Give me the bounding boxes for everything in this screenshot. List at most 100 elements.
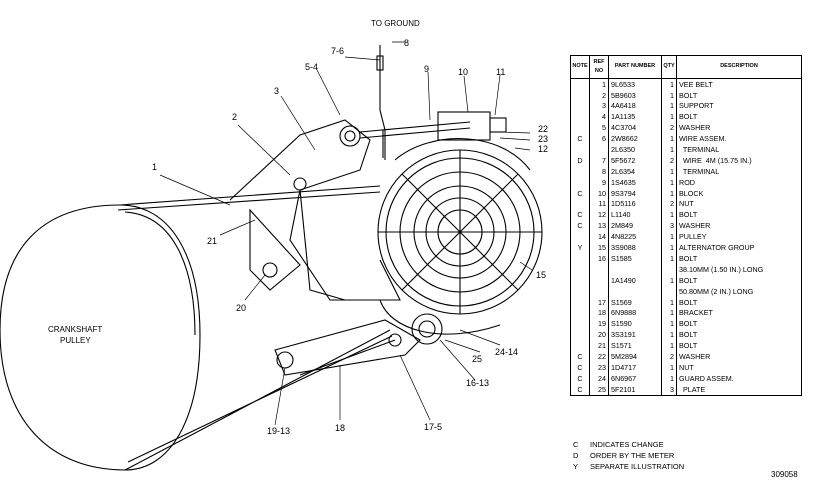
- cell-qty: 1: [661, 166, 677, 178]
- callout-10: 10: [458, 67, 468, 77]
- cell-qty: 1: [661, 296, 677, 308]
- cell-note: C: [570, 373, 590, 384]
- callout-1: 1: [152, 162, 157, 172]
- legend-item: C INDICATES CHANGE: [573, 439, 684, 450]
- cell-note: [570, 78, 590, 90]
- cell-part-number: 2M849: [608, 220, 662, 232]
- cell-ref-no: [589, 275, 609, 286]
- cell-description: PLATE: [676, 383, 802, 396]
- cell-description: BOLT: [676, 209, 802, 221]
- cell-qty: 1: [661, 318, 677, 330]
- cell-qty: 2: [661, 122, 677, 134]
- callout-23: 23: [538, 134, 548, 144]
- callout-12: 12: [538, 144, 548, 154]
- parts-list-table: NOTE REF NO PART NUMBER QTY DESCRIPTION …: [570, 55, 802, 396]
- cell-ref-no: 11: [589, 198, 609, 210]
- cell-ref-no: 19: [589, 318, 609, 330]
- cell-ref-no: 5: [589, 122, 609, 134]
- cell-part-number: L1140: [608, 209, 662, 221]
- adjusting-block: [437, 111, 491, 141]
- cell-qty: 1: [661, 100, 677, 112]
- crankshaft-label-2: PULLEY: [60, 336, 91, 345]
- cell-description: WIRE ASSEM.: [676, 133, 802, 145]
- legend-text: ORDER BY THE METER: [590, 451, 675, 460]
- cell-qty: 3: [661, 220, 677, 232]
- cell-qty: 1: [661, 329, 677, 341]
- cell-qty: 1: [661, 340, 677, 352]
- cell-note: C: [570, 133, 590, 145]
- cell-qty: 2: [661, 351, 677, 363]
- cell-note: C: [570, 351, 590, 363]
- cell-qty: 1: [661, 111, 677, 123]
- cell-note: [570, 275, 590, 286]
- cell-part-number: [608, 285, 662, 297]
- cell-description: BRACKET: [676, 307, 802, 319]
- cell-ref-no: 14: [589, 231, 609, 243]
- callout-3: 3: [274, 86, 279, 96]
- cell-part-number: 5F2101: [608, 383, 662, 396]
- callout-20: 20: [236, 303, 246, 313]
- cell-ref-no: 3: [589, 100, 609, 112]
- cell-part-number: 5B9603: [608, 89, 662, 101]
- cell-note: [570, 264, 590, 276]
- legend-code: D: [573, 451, 579, 460]
- cell-qty: 1: [661, 307, 677, 319]
- support-bracket: [229, 119, 401, 301]
- cell-description: TERMINAL: [676, 166, 802, 178]
- figure-number: 309058: [771, 470, 798, 479]
- callout-7-6: 7-6: [331, 46, 344, 56]
- cell-description: ALTERNATOR GROUP: [676, 242, 802, 254]
- cell-description: WASHER: [676, 220, 802, 232]
- cell-part-number: 3S9088: [608, 242, 662, 254]
- lower-bracket: [274, 319, 421, 376]
- cell-description: PULLEY: [676, 231, 802, 243]
- cell-description: BOLT: [676, 111, 802, 123]
- cell-part-number: 2W8662: [608, 133, 662, 145]
- cell-description: NUT: [676, 362, 802, 374]
- cell-qty: 1: [661, 231, 677, 243]
- cell-note: [570, 253, 590, 265]
- cell-description: BOLT: [676, 329, 802, 341]
- cell-description: GUARD ASSEM.: [676, 373, 802, 384]
- cell-ref-no: 15: [589, 242, 609, 254]
- cell-description: WIRE 4M (15.75 IN.): [676, 155, 802, 167]
- cell-note: [570, 89, 590, 101]
- cell-qty: 1: [661, 133, 677, 145]
- cell-note: [570, 144, 590, 156]
- cell-qty: 1: [661, 78, 677, 90]
- cell-note: [570, 100, 590, 112]
- cell-note: [570, 166, 590, 178]
- cell-ref-no: 7: [589, 155, 609, 167]
- cell-note: C: [570, 383, 590, 396]
- cell-ref-no: [589, 264, 609, 276]
- cell-part-number: 1A1490: [608, 275, 662, 286]
- crankshaft-label-1: CRANKSHAFT: [48, 325, 102, 334]
- cell-qty: [661, 285, 677, 297]
- legend-item: Y SEPARATE ILLUSTRATION: [573, 461, 684, 472]
- cell-note: [570, 177, 590, 188]
- callout-17-5: 17-5: [424, 422, 442, 432]
- alternator-pulley: [411, 313, 443, 345]
- cell-part-number: 2L6354: [608, 166, 662, 178]
- cell-description: BOLT: [676, 275, 802, 286]
- cell-qty: [661, 264, 677, 276]
- cell-note: D: [570, 155, 590, 167]
- callout-19-13: 19-13: [267, 426, 290, 436]
- cell-ref-no: [589, 144, 609, 156]
- guard-assembly: [379, 299, 501, 335]
- cell-part-number: 5F5672: [608, 155, 662, 167]
- cell-ref-no: 1: [589, 78, 609, 90]
- cell-description: BOLT: [676, 253, 802, 265]
- cell-ref-no: 10: [589, 187, 609, 199]
- cell-ref-no: 6: [589, 133, 609, 145]
- cell-part-number: S1569: [608, 296, 662, 308]
- cell-qty: 1: [661, 177, 677, 188]
